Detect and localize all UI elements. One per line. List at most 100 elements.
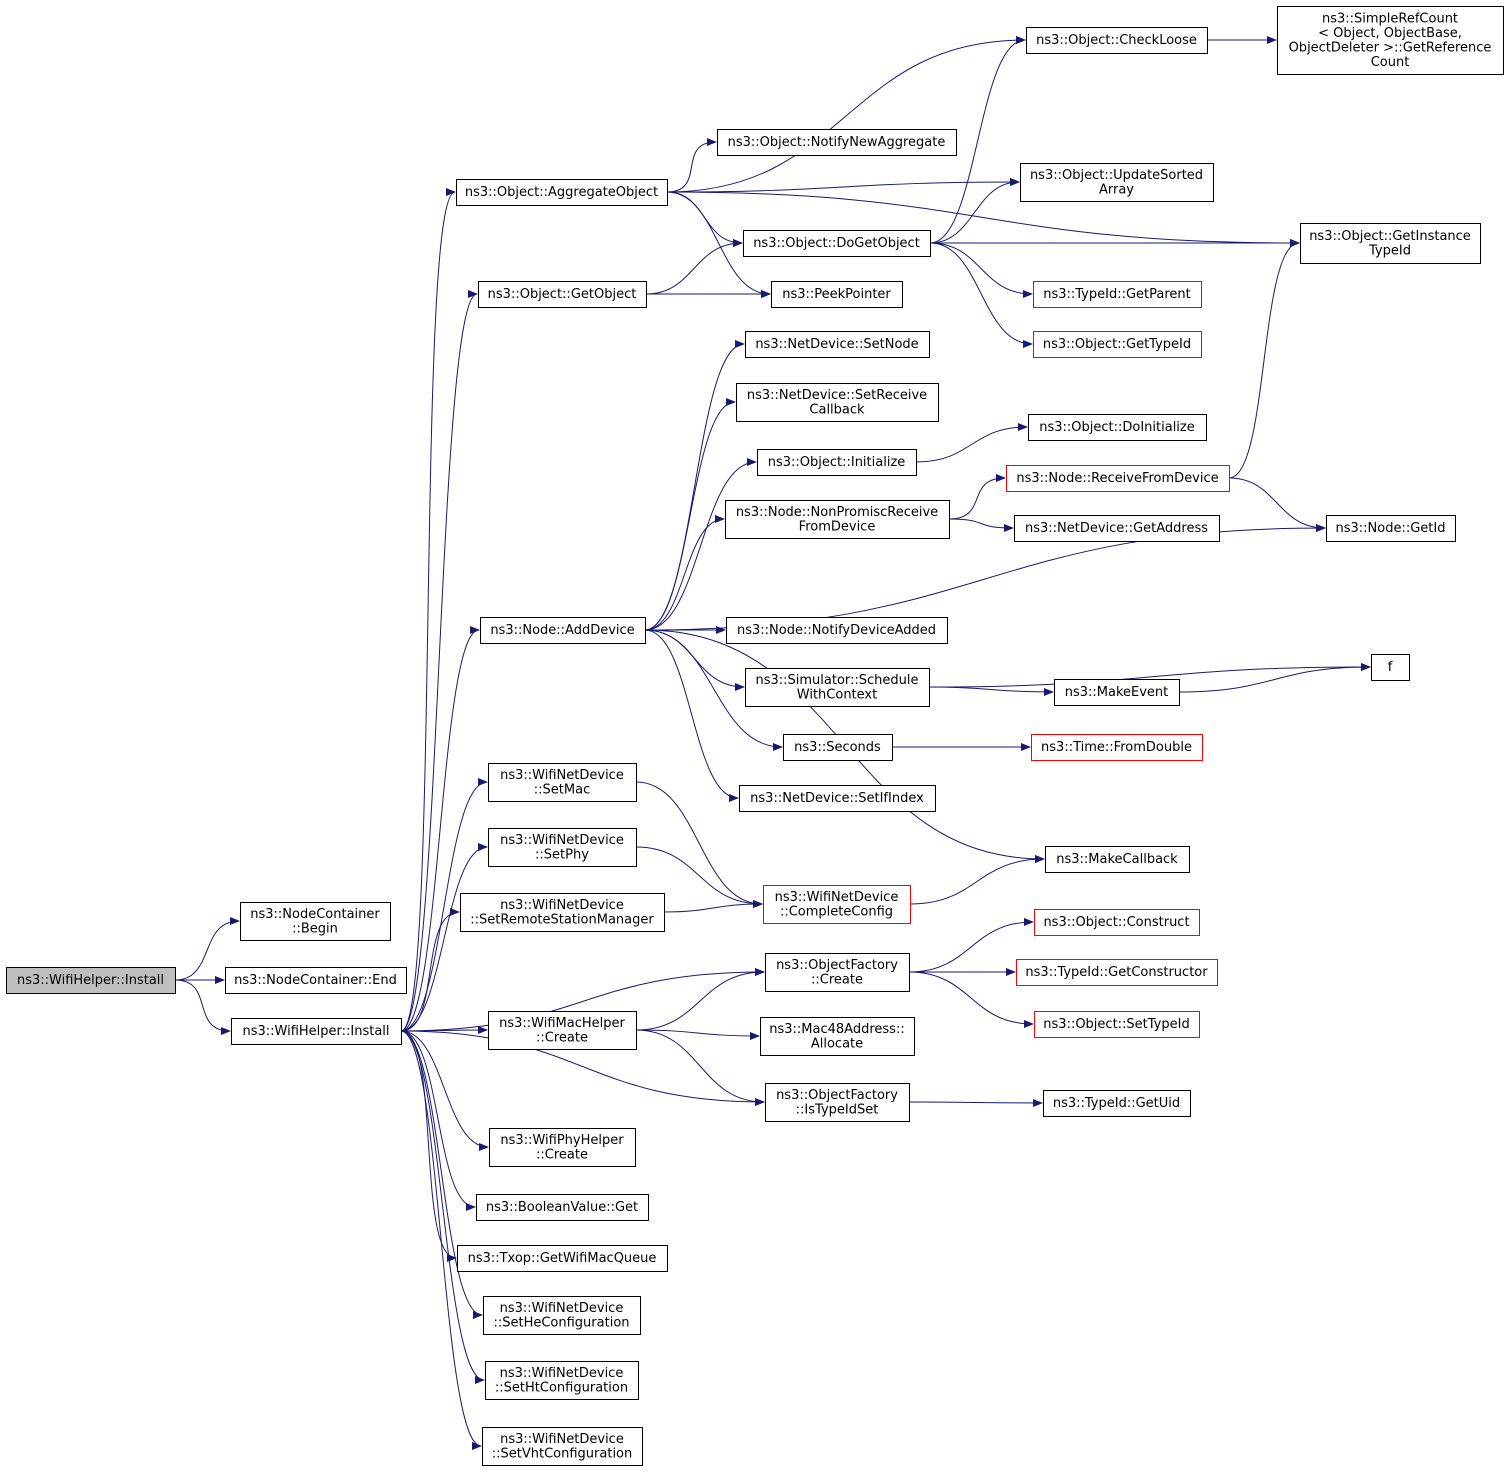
node-initialize[interactable]: ns3::Object::Initialize [757, 449, 917, 476]
node-aggregate[interactable]: ns3::Object::AggregateObject [456, 179, 668, 206]
node-label: ::Create [811, 972, 863, 987]
node-box [757, 449, 917, 476]
node-setht[interactable]: ns3::WifiNetDevice::SetHtConfiguration [485, 1361, 639, 1400]
node-construct[interactable]: ns3::Object::Construct [1034, 909, 1200, 936]
node-nc-begin[interactable]: ns3::NodeContainer::Begin [240, 902, 391, 941]
node-nodegetid[interactable]: ns3::Node::GetId [1326, 515, 1456, 542]
node-label: ns3::WifiNetDevice [775, 890, 899, 905]
node-box [763, 885, 911, 924]
node-getuid[interactable]: ns3::TypeId::GetUid [1043, 1090, 1191, 1117]
node-label: ns3::TypeId::GetUid [1053, 1096, 1180, 1111]
node-label: ::SetMac [534, 782, 590, 797]
node-txop[interactable]: ns3::Txop::GetWifiMacQueue [457, 1245, 668, 1272]
node-box [1034, 909, 1200, 936]
node-label: ::Create [536, 1030, 588, 1045]
node-label: ns3::MakeCallback [1056, 852, 1178, 867]
node-label: ns3::WifiHelper::Install [17, 973, 164, 988]
node-label: ns3::Simulator::Schedule [755, 673, 918, 688]
node-phyc[interactable]: ns3::WifiPhyHelper::Create [489, 1128, 636, 1167]
node-setnode[interactable]: ns3::NetDevice::SetNode [745, 331, 930, 358]
node-label: ns3::Time::FromDouble [1041, 740, 1192, 755]
node-getobject[interactable]: ns3::Object::GetObject [478, 281, 647, 308]
node-label: ns3::NetDevice::SetNode [755, 337, 918, 352]
node-dogetobject[interactable]: ns3::Object::DoGetObject [743, 230, 931, 257]
call-edge [644, 524, 1326, 631]
node-label: ::CompleteConfig [780, 904, 893, 919]
node-label: Array [1099, 182, 1134, 197]
call-edge [400, 1030, 765, 1106]
node-label: ::SetRemoteStationManager [470, 912, 654, 927]
call-edge [908, 1098, 1043, 1107]
node-label: ns3::Object::GetObject [488, 287, 637, 302]
node-sethe[interactable]: ns3::WifiNetDevice::SetHeConfiguration [483, 1296, 641, 1335]
call-edge [400, 1030, 483, 1319]
node-setrsm[interactable]: ns3::WifiNetDevice::SetRemoteStationMana… [460, 893, 665, 932]
node-checkloose[interactable]: ns3::Object::CheckLoose [1026, 27, 1208, 54]
node-recvfromdev[interactable]: ns3::Node::ReceiveFromDevice [1006, 465, 1230, 492]
node-setphy[interactable]: ns3::WifiNetDevice::SetPhy [488, 828, 637, 867]
node-boolget[interactable]: ns3::BooleanValue::Get [476, 1194, 649, 1221]
call-edge [663, 900, 763, 913]
node-setmac[interactable]: ns3::WifiNetDevice::SetMac [488, 763, 637, 802]
node-fromdouble[interactable]: ns3::Time::FromDouble [1031, 734, 1203, 761]
node-getaddress[interactable]: ns3::NetDevice::GetAddress [1014, 515, 1220, 542]
call-edge [400, 188, 456, 1032]
node-box [483, 1296, 641, 1335]
call-edge [908, 971, 1034, 1028]
node-ofcreate[interactable]: ns3::ObjectFactory::Create [765, 953, 910, 992]
call-edge [400, 908, 460, 1032]
node-setvht[interactable]: ns3::WifiNetDevice::SetVhtConfiguration [482, 1427, 643, 1466]
call-edge [666, 138, 717, 193]
node-getparent[interactable]: ns3::TypeId::GetParent [1033, 281, 1202, 308]
node-box [489, 1128, 636, 1167]
call-edge [1228, 239, 1300, 479]
node-gettypeid[interactable]: ns3::Object::GetTypeId [1033, 331, 1202, 358]
call-edge [666, 191, 1300, 247]
node-box [760, 1017, 915, 1056]
node-label: < Object, ObjectBase, [1318, 26, 1462, 41]
node-box [1326, 515, 1456, 542]
node-label: Count [1371, 55, 1410, 70]
node-box [745, 668, 930, 707]
call-edge [928, 663, 1371, 688]
node-completeconfig[interactable]: ns3::WifiNetDevice::CompleteConfig [763, 885, 911, 924]
call-edge [666, 36, 1026, 193]
node-wh-install[interactable]: ns3::WifiHelper::Install [231, 1018, 402, 1045]
node-box [743, 230, 931, 257]
node-notifydev[interactable]: ns3::Node::NotifyDeviceAdded [726, 617, 948, 644]
call-edge [948, 518, 1014, 532]
node-macalloc[interactable]: ns3::Mac48Address::Allocate [760, 1017, 915, 1056]
node-notifyagg[interactable]: ns3::Object::NotifyNewAggregate [717, 129, 957, 156]
node-f[interactable]: f [1371, 654, 1410, 681]
node-getconstructor[interactable]: ns3::TypeId::GetConstructor [1016, 959, 1218, 986]
node-setifindex[interactable]: ns3::NetDevice::SetIfIndex [739, 785, 936, 812]
call-edge [928, 686, 1054, 696]
node-box [240, 902, 391, 941]
node-label: ns3::Object::GetInstance [1309, 229, 1471, 244]
node-nc-end[interactable]: ns3::NodeContainer::End [225, 967, 407, 994]
node-box [488, 763, 637, 802]
node-settypeid[interactable]: ns3::Object::SetTypeId [1034, 1011, 1200, 1038]
node-box [1045, 846, 1190, 873]
node-adddevice[interactable]: ns3::Node::AddDevice [480, 617, 646, 644]
node-istypeidset[interactable]: ns3::ObjectFactory::IsTypeIdSet [765, 1083, 910, 1122]
node-label: ::Create [536, 1147, 588, 1162]
node-label: ::SetHtConfiguration [495, 1380, 628, 1395]
node-simplerefcount[interactable]: ns3::SimpleRefCount< Object, ObjectBase,… [1277, 6, 1504, 75]
call-edge [644, 458, 757, 631]
call-edge [915, 423, 1028, 463]
node-seconds[interactable]: ns3::Seconds [783, 734, 893, 761]
node-makeevent[interactable]: ns3::MakeEvent [1054, 679, 1180, 706]
node-makecallback[interactable]: ns3::MakeCallback [1045, 846, 1190, 873]
node-box [1016, 959, 1218, 986]
edges-layer [174, 36, 1371, 1450]
node-doinit[interactable]: ns3::Object::DoInitialize [1028, 414, 1207, 441]
node-peek[interactable]: ns3::PeekPointer [771, 281, 903, 308]
node-label: ns3::WifiNetDevice [500, 1432, 624, 1447]
node-macc[interactable]: ns3::WifiMacHelper::Create [488, 1011, 637, 1050]
